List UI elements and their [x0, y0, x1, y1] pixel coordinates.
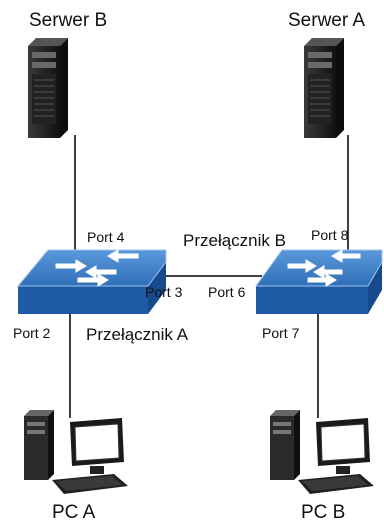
server-icon: [304, 38, 344, 138]
switch-label: Przełącznik B: [183, 231, 286, 250]
switch-icon: [16, 249, 167, 314]
server-label: Serwer A: [288, 10, 366, 31]
server-label: Serwer B: [29, 10, 108, 31]
port-label: Port 8: [311, 227, 349, 243]
pc-label: PC B: [301, 502, 346, 523]
port-label: Port 3: [145, 284, 183, 300]
switch-label: Przełącznik A: [86, 325, 189, 344]
pc-icon: [270, 410, 374, 494]
links: [69, 135, 349, 418]
port-label: Port 4: [87, 229, 125, 245]
pc-icon: [24, 410, 128, 494]
port-label: Port 2: [13, 325, 51, 341]
port-label: Port 6: [208, 284, 246, 300]
server-icon: [28, 38, 68, 138]
port-label: Port 7: [262, 325, 300, 341]
pc-label: PC A: [52, 502, 96, 523]
switch-icon: [255, 249, 383, 314]
